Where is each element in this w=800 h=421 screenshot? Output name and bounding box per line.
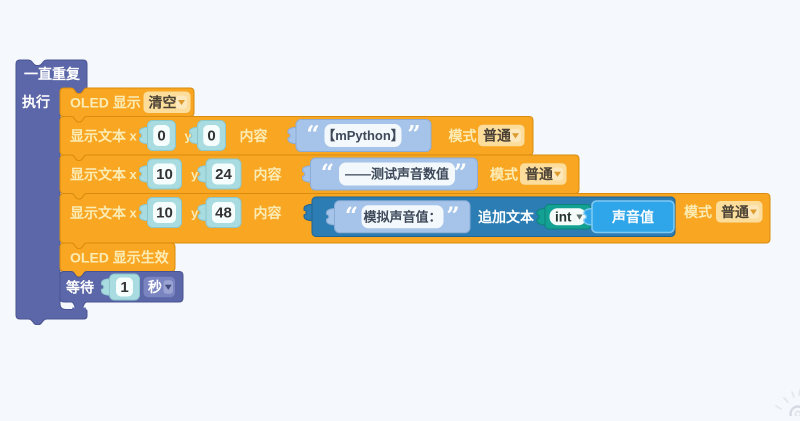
oled-mode-dropdown-value: 清空 xyxy=(149,94,177,110)
append-text-label: 追加文本 xyxy=(478,209,535,225)
mode-dropdown-1-value: 普通 xyxy=(483,128,511,144)
sound-value-label: 声音值 xyxy=(611,209,654,225)
repeat-forever-label: 一直重复 xyxy=(24,66,81,82)
x-label: x xyxy=(130,206,138,221)
content-label: 内容 xyxy=(240,128,268,144)
text-string-3-text[interactable]: 模拟声音值： xyxy=(363,209,441,224)
y-input-value[interactable]: 24 xyxy=(215,166,232,183)
text-string-2-text[interactable]: ——测试声音数值 xyxy=(345,167,449,182)
oled-refresh-label: OLED 显示生效 xyxy=(70,249,170,265)
mode-dropdown-3-value: 普通 xyxy=(721,204,749,220)
mode-label: 模式 xyxy=(449,128,477,144)
x-label: x xyxy=(130,129,138,144)
close-quote: ” xyxy=(446,202,459,229)
oled-display-label: OLED 显示 xyxy=(70,94,141,110)
do-label: 执行 xyxy=(22,94,50,110)
x-label: x xyxy=(130,167,138,182)
display-text-label: 显示文本 xyxy=(70,128,127,144)
int-cast-value: int xyxy=(555,209,572,224)
open-quote: “ xyxy=(321,160,334,187)
x-input-value[interactable]: 10 xyxy=(156,166,173,183)
display-text-label: 显示文本 xyxy=(70,205,127,221)
close-quote: ” xyxy=(407,121,420,148)
x-input-value[interactable]: 0 xyxy=(157,128,165,145)
wait-label: 等待 xyxy=(66,279,94,295)
wait-value[interactable]: 1 xyxy=(120,279,128,296)
close-quote: ” xyxy=(454,160,467,187)
x-input-value[interactable]: 10 xyxy=(156,205,173,222)
mode-label: 模式 xyxy=(490,166,518,182)
y-input-value[interactable]: 0 xyxy=(207,128,215,145)
open-quote: “ xyxy=(345,202,358,229)
display-text-label: 显示文本 xyxy=(70,166,127,182)
mode-label: 模式 xyxy=(684,204,712,220)
wait-unit-value: 秒 xyxy=(148,279,162,295)
mode-dropdown-2-value: 普通 xyxy=(525,166,553,182)
content-label: 内容 xyxy=(254,166,282,182)
open-quote: “ xyxy=(306,121,319,148)
wait-bump-merge xyxy=(72,308,86,313)
y-input-value[interactable]: 48 xyxy=(215,205,232,222)
text-string-1-text[interactable]: 【mPython】 xyxy=(322,128,404,143)
content-label: 内容 xyxy=(254,205,282,221)
